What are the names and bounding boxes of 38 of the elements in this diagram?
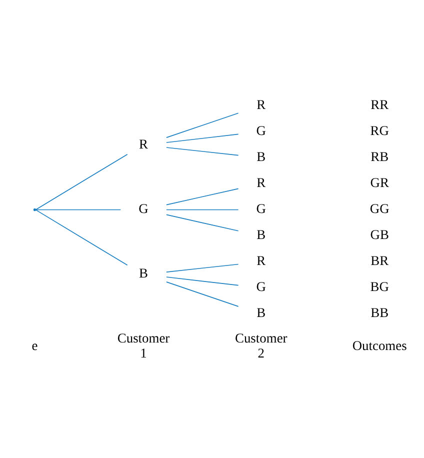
node-text: G xyxy=(138,200,148,216)
connector xyxy=(35,208,122,210)
connector xyxy=(166,208,239,210)
connector xyxy=(166,146,239,156)
label: GB xyxy=(370,226,389,242)
label: BB xyxy=(370,304,389,320)
node-text: B xyxy=(256,304,266,320)
node-text: B xyxy=(256,148,266,164)
node-text: G xyxy=(256,122,266,138)
node-text: R xyxy=(256,96,266,112)
label: GG xyxy=(370,200,390,216)
label: Outcomes xyxy=(352,337,407,352)
node-point xyxy=(33,208,36,211)
node-text: G xyxy=(256,200,266,216)
label: RG xyxy=(370,122,389,138)
label: Customer 2 xyxy=(235,330,288,360)
label: RR xyxy=(370,96,389,112)
node-text: R xyxy=(256,174,266,190)
connector xyxy=(166,214,239,231)
connector xyxy=(166,263,239,272)
connector xyxy=(166,112,239,138)
connector xyxy=(35,153,128,210)
label: e xyxy=(32,337,38,352)
label: BR xyxy=(370,252,389,268)
connector xyxy=(166,276,239,286)
node-text: R xyxy=(256,252,266,268)
label: GR xyxy=(370,174,389,190)
node-text: B xyxy=(256,226,266,242)
node-text: B xyxy=(139,265,148,280)
connector xyxy=(166,281,239,306)
connector xyxy=(166,133,239,142)
connector xyxy=(35,208,128,266)
label: RB xyxy=(370,148,389,164)
label: Customer 1 xyxy=(117,330,170,360)
connector xyxy=(166,188,239,205)
node-text: G xyxy=(256,278,266,294)
node-text: R xyxy=(139,136,148,151)
label: BG xyxy=(370,278,389,294)
